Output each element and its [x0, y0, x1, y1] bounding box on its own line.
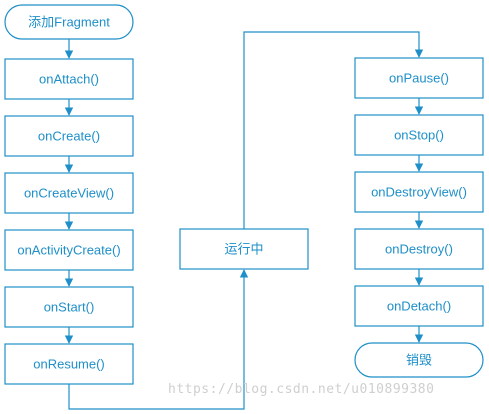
watermark-text: https://blog.csdn.net/u010899380	[168, 382, 435, 397]
node-on-resume: onResume()	[4, 343, 134, 385]
node-on-create: onCreate()	[4, 115, 134, 157]
node-on-destroy: onDestroy()	[354, 228, 484, 270]
node-on-resume-label: onResume()	[33, 357, 105, 372]
node-destroy: 销毁	[354, 342, 484, 378]
node-on-attach-label: onAttach()	[39, 72, 99, 87]
node-on-stop: onStop()	[354, 114, 484, 156]
node-on-activity-create-label: onActivityCreate()	[17, 243, 120, 258]
node-add-fragment: 添加Fragment	[4, 4, 134, 40]
node-running: 运行中	[179, 228, 309, 270]
node-running-label: 运行中	[224, 242, 263, 257]
node-destroy-label: 销毁	[406, 353, 432, 368]
node-on-pause-label: onPause()	[389, 71, 449, 86]
node-on-attach: onAttach()	[4, 58, 134, 100]
node-on-destroy-label: onDestroy()	[385, 242, 453, 257]
node-on-create-label: onCreate()	[38, 129, 100, 144]
node-on-create-view: onCreateView()	[4, 172, 134, 214]
node-on-pause: onPause()	[354, 57, 484, 99]
node-on-create-view-label: onCreateView()	[24, 186, 114, 201]
node-on-detach: onDetach()	[354, 285, 484, 327]
node-on-activity-create: onActivityCreate()	[4, 229, 134, 271]
node-add-fragment-label: 添加Fragment	[28, 15, 110, 30]
edge-running-to-pause	[243, 31, 424, 229]
node-on-stop-label: onStop()	[394, 128, 444, 143]
node-on-destroy-view: onDestroyView()	[354, 171, 484, 213]
node-on-start-label: onStart()	[44, 300, 95, 315]
edge-resume-to-running	[68, 269, 249, 410]
node-on-destroy-view-label: onDestroyView()	[371, 185, 467, 200]
node-on-detach-label: onDetach()	[387, 299, 451, 314]
node-on-start: onStart()	[4, 286, 134, 328]
